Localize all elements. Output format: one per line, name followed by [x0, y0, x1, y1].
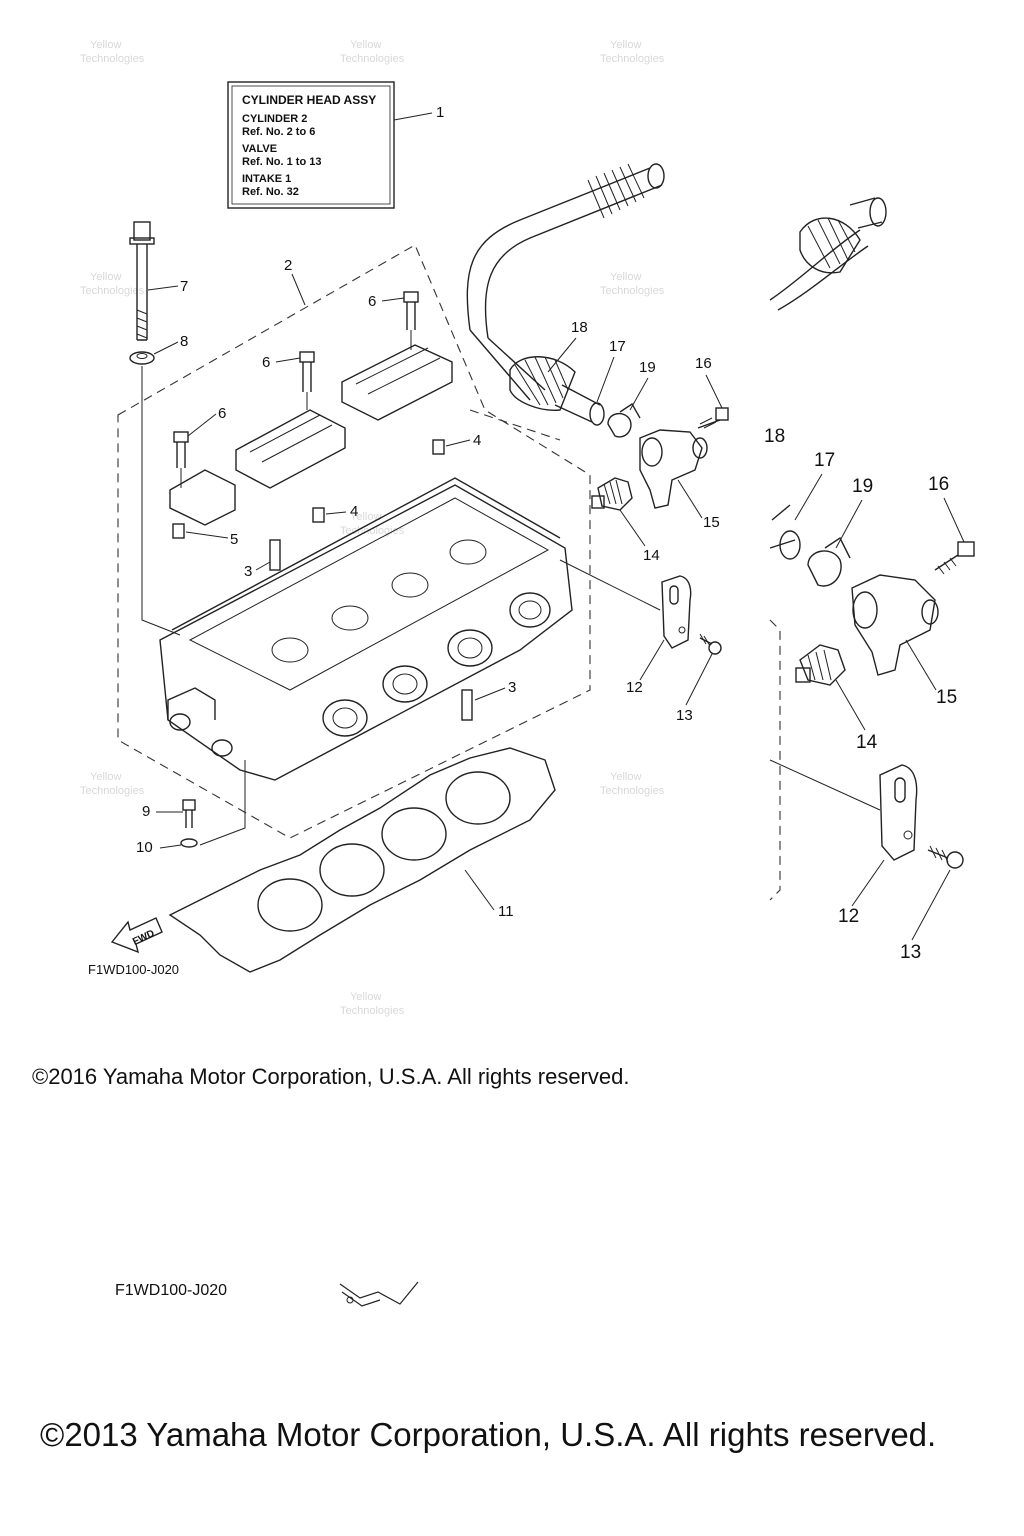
watermark-line1: Yellow: [90, 271, 121, 283]
watermark-line2: Technologies: [600, 53, 665, 65]
watermark-line1: Yellow: [90, 39, 121, 51]
info-box-line: CYLINDER 2: [242, 113, 307, 125]
svg-text:Yellow: Yellow: [350, 511, 381, 523]
info-box-line: Ref. No. 1 to 13: [242, 156, 321, 168]
forward-arrow: FWD: [110, 917, 163, 954]
water-hose: [466, 163, 665, 426]
svg-text:Technologies: Technologies: [80, 285, 145, 297]
detail-callout-15: 15: [936, 687, 957, 708]
svg-text:Technologies: Technologies: [80, 785, 145, 797]
bracket-group: [559, 559, 722, 655]
callout-3: 3: [244, 563, 252, 580]
cylinder-head: [159, 477, 573, 781]
watermark-line2: Technologies: [80, 785, 145, 797]
watermark-line2: Technologies: [80, 53, 145, 65]
detail-callout-17: 17: [814, 450, 835, 471]
callout-19: 19: [639, 359, 656, 376]
figure-code-secondary: F1WD100-J020: [115, 1282, 228, 1299]
callout-1: 1: [436, 104, 444, 121]
callout-8: 8: [180, 333, 188, 350]
callout-12: 12: [626, 679, 643, 696]
svg-text:Yellow: Yellow: [610, 271, 641, 283]
detail-callout-12: 12: [838, 906, 859, 927]
parts-diagram: Yellow Technologies Yellow Technologies …: [80, 39, 975, 1017]
detail-callout-14: 14: [856, 732, 878, 753]
dowel-pins: [172, 439, 445, 539]
svg-text:Yellow: Yellow: [610, 39, 641, 51]
watermark-line1: Yellow: [610, 271, 641, 283]
watermark-line2: Technologies: [600, 785, 665, 797]
callout-4: 4: [350, 503, 358, 520]
watermark-line1: Yellow: [610, 771, 641, 783]
assembly-dashed-outline: [117, 244, 591, 839]
gasket-thumbnail-icon: [339, 1281, 419, 1307]
watermark-line1: Yellow: [610, 39, 641, 51]
info-box-line: INTAKE 1: [242, 173, 291, 185]
detail-callout-19: 19: [852, 476, 873, 497]
watermark-line1: Yellow: [350, 511, 381, 523]
callout-7: 7: [180, 278, 188, 295]
callout-3: 3: [508, 679, 516, 696]
svg-text:Yellow: Yellow: [90, 39, 121, 51]
callout-11: 11: [498, 903, 514, 920]
callout-18: 18: [571, 319, 588, 336]
watermark-line2: Technologies: [80, 285, 145, 297]
svg-text:Yellow: Yellow: [350, 39, 381, 51]
watermark-line2: Technologies: [340, 1005, 405, 1017]
svg-text:Technologies: Technologies: [600, 53, 665, 65]
callout-13: 13: [676, 707, 693, 724]
hose-joint-group: [591, 403, 729, 511]
callout-17: 17: [609, 338, 626, 355]
svg-text:Technologies: Technologies: [600, 285, 665, 297]
callout-6: 6: [218, 405, 226, 422]
head-gasket: [168, 747, 556, 973]
assembly-info-box: CYLINDER HEAD ASSY CYLINDER 2 Ref. No. 2…: [227, 81, 433, 209]
callout-14: 14: [643, 547, 660, 564]
info-box-line: Ref. No. 32: [242, 186, 299, 198]
detail-callout-labels: 18 17 19 16 15 14 12 13: [764, 426, 965, 963]
detail-callout-13: 13: [900, 942, 921, 963]
callout-6: 6: [368, 293, 376, 310]
watermark-line1: Yellow: [90, 771, 121, 783]
forward-label: FWD: [131, 928, 156, 948]
svg-text:Yellow: Yellow: [350, 991, 381, 1003]
valve-guides: [269, 539, 473, 721]
detail-callout-16: 16: [928, 474, 949, 495]
svg-text:Yellow: Yellow: [90, 771, 121, 783]
svg-text:Technologies: Technologies: [340, 1005, 405, 1017]
callout-10: 10: [136, 839, 153, 856]
callout-4: 4: [473, 432, 481, 449]
figure-code: F1WD100-J020: [88, 962, 179, 977]
watermark-line1: Yellow: [350, 39, 381, 51]
callout-6: 6: [262, 354, 270, 371]
svg-text:Yellow: Yellow: [610, 771, 641, 783]
watermark-line2: Technologies: [600, 285, 665, 297]
callout-2: 2: [284, 257, 292, 274]
svg-text:Technologies: Technologies: [80, 53, 145, 65]
small-bolt-group: [180, 760, 246, 848]
info-box-line: Ref. No. 2 to 6: [242, 126, 315, 138]
long-bolt-group: [129, 221, 181, 636]
callout-5: 5: [230, 531, 238, 548]
svg-text:Yellow: Yellow: [90, 271, 121, 283]
svg-text:Technologies: Technologies: [600, 785, 665, 797]
copyright-notice: ©2016 Yamaha Motor Corporation, U.S.A. A…: [32, 1064, 630, 1089]
cap-bolts: [173, 291, 419, 488]
watermark-line2: Technologies: [340, 53, 405, 65]
callout-9: 9: [142, 803, 150, 820]
callout-15: 15: [703, 514, 720, 531]
info-box-line: VALVE: [242, 143, 277, 155]
info-box-title: CYLINDER HEAD ASSY: [242, 93, 376, 107]
watermark-group: Yellow Technologies Yellow Technologies …: [80, 39, 665, 1017]
watermark-line1: Yellow: [350, 991, 381, 1003]
camshaft-caps: [169, 344, 453, 526]
callout-16: 16: [695, 355, 712, 372]
callout-labels: 1 2 3 3 4 4 5 6 6 6 7 8 9 10 11 12 13 14…: [136, 104, 723, 920]
detail-callout-18: 18: [764, 426, 785, 447]
detail-view: [769, 197, 975, 901]
copyright-notice-large: ©2013 Yamaha Motor Corporation, U.S.A. A…: [40, 1416, 937, 1453]
svg-text:Technologies: Technologies: [340, 53, 405, 65]
